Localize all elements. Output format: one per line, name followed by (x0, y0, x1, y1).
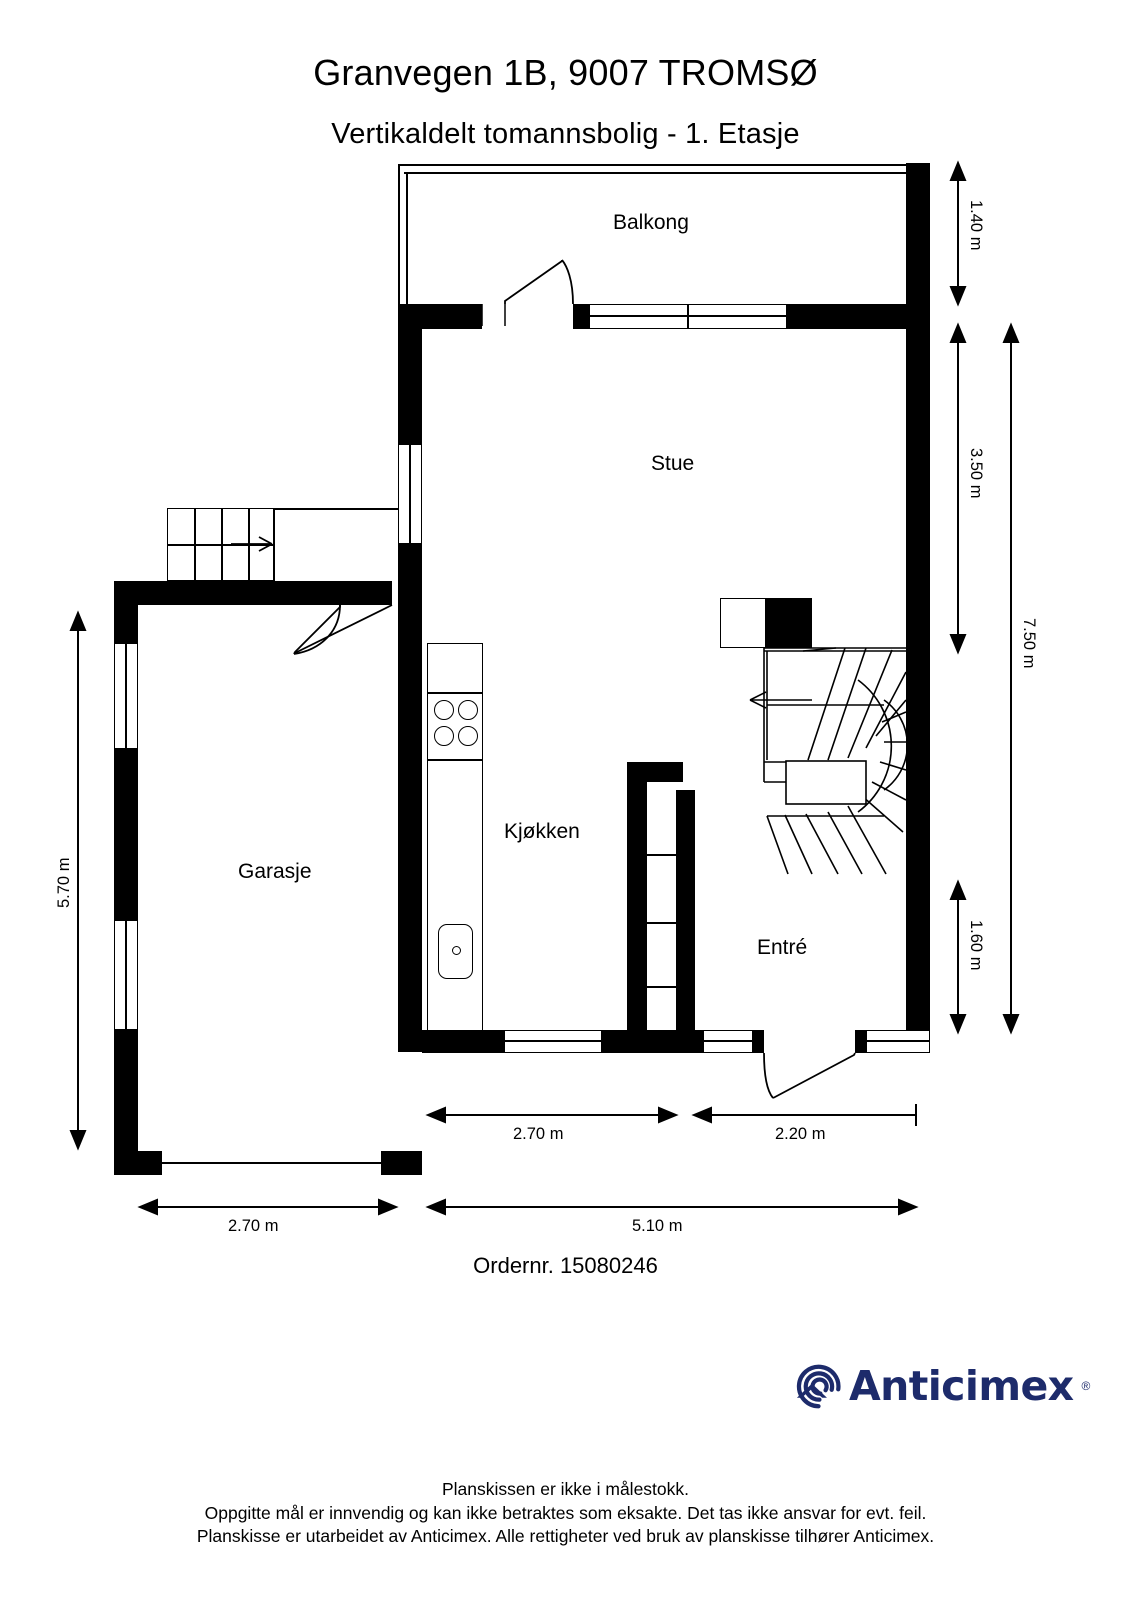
wall-entre-door-jamb-right (855, 1030, 866, 1053)
window-garage-left-upper-mullion (125, 643, 127, 749)
dimension-label-left-outer: 5.70 m (55, 857, 73, 908)
dimension-bottom-inner-left (425, 1106, 679, 1124)
wall-stue-left-mid (398, 592, 422, 1052)
stove-burner-1 (434, 700, 454, 720)
dimension-right-top (949, 160, 967, 307)
wall-stue-left-lower (398, 544, 422, 592)
room-label-balkong: Balkong (613, 211, 689, 234)
dimension-label-bottom-inner-left: 2.70 m (513, 1125, 564, 1143)
anticimex-logo: Anticimex ® (795, 1362, 1090, 1410)
stair-upper-wall-block (766, 598, 812, 648)
balcony-rail-top-inner (404, 172, 916, 174)
window-balcony-mullion-v (687, 304, 689, 329)
dimension-bottom-inner-right (691, 1104, 917, 1126)
order-number: Ordernr. 15080246 (473, 1253, 658, 1278)
balcony-rail-left-outer (398, 164, 400, 306)
kitchen-counter-div-1 (427, 692, 483, 694)
footer-line-1: Planskissen er ikke i målestokk. (441, 1479, 690, 1499)
wall-garage-top (114, 581, 392, 605)
kitchen-sink-drain (452, 946, 461, 955)
stove-burner-3 (434, 726, 454, 746)
dimension-label-right-top: 1.40 m (967, 200, 985, 251)
anticimex-roof-shape (796, 1383, 827, 1398)
dimension-label-right-bottom: 1.60 m (967, 920, 985, 971)
door-swing-hall (294, 604, 393, 654)
stove-burner-4 (458, 726, 478, 746)
dimension-right-bottom (949, 879, 967, 1035)
door-leaf-entrance (763, 1052, 774, 1099)
room-label-kjokken: Kjøkken (504, 820, 580, 843)
garage-door-opening (162, 1162, 381, 1164)
registered-mark: ® (1081, 1379, 1091, 1393)
wall-stue-left-upper (398, 304, 422, 444)
door-leaf-balcony (561, 259, 574, 305)
wall-pantry-right (675, 790, 695, 1030)
window-stue-left-mullion (409, 444, 411, 544)
pantry-shelf-1 (627, 854, 681, 856)
pantry-interior (647, 782, 676, 1030)
dimension-bottom-outer-left (137, 1198, 399, 1216)
dimension-label-right-middle: 3.50 m (967, 448, 985, 499)
dimension-right-outer (1002, 322, 1020, 1035)
wall-stue-top-door-jamb (573, 304, 589, 329)
window-entre-right-mullion (866, 1040, 930, 1042)
stair-landing-line (167, 544, 275, 546)
anticimex-spiral-icon (796, 1364, 841, 1408)
wall-garage-left-upper (114, 581, 138, 643)
pantry-shelf-3 (627, 986, 681, 988)
room-label-entre: Entré (757, 936, 808, 959)
stove-burner-2 (458, 700, 478, 720)
balcony-rail-left-inner (406, 172, 408, 306)
door-swing-balcony (504, 260, 563, 304)
wall-entre-door-jamb-left (753, 1030, 764, 1053)
balcony-rail-top-outer (398, 164, 918, 166)
wall-pantry-left (627, 762, 647, 1030)
wall-garage-left-mid (114, 749, 138, 920)
wall-garage-left-lower (114, 1030, 138, 1175)
wall-bottom-kitchen-mid (602, 1030, 703, 1053)
door-swing-entrance (772, 1052, 856, 1099)
door-leaf-garage (293, 604, 341, 655)
kitchen-sink (438, 924, 473, 979)
kitchen-counter-div-2 (427, 759, 483, 761)
dimension-right-middle (949, 322, 967, 655)
stair-right-edge (273, 508, 275, 582)
footer-line-3: Planskisse er utarbeidet av Anticimex. A… (196, 1526, 935, 1546)
window-entre-left-mullion (703, 1040, 753, 1042)
door-opening-balcony-jamb (481, 304, 506, 326)
window-garage-left-lower-mullion (125, 920, 127, 1030)
wall-garage-bottom-right (381, 1151, 422, 1175)
dimension-label-bottom-outer-left: 2.70 m (228, 1217, 279, 1235)
window-kitchen-bottom-mullion (504, 1040, 602, 1042)
room-label-garasje: Garasje (238, 860, 312, 883)
dimension-label-bottom-outer-right: 5.10 m (632, 1217, 683, 1235)
footer-disclaimer: Planskissen er ikke i målestokk. Oppgitt… (0, 1478, 1131, 1549)
door-swing-garage (293, 605, 341, 655)
exterior-wall-right (906, 163, 930, 1051)
page-title: Granvegen 1B, 9007 TROMSØ (313, 52, 818, 93)
wall-bottom-kitchen-left (422, 1030, 504, 1053)
wall-garage-bottom-left (114, 1151, 162, 1175)
stair-outline (764, 648, 906, 897)
footer-line-2: Oppgitte mål er innvendig og kan ikke be… (204, 1502, 927, 1523)
dimension-bottom-outer-right (425, 1198, 919, 1216)
brand-wordmark: Anticimex (849, 1362, 1074, 1410)
stair-upper-cabinet (720, 598, 766, 648)
dimension-label-bottom-inner-right: 2.20 m (775, 1125, 826, 1143)
wall-stue-top-right (787, 304, 908, 329)
pantry-shelf-2 (627, 922, 681, 924)
page-subtitle: Vertikaldelt tomannsbolig - 1. Etasje (331, 118, 800, 150)
stair-top-edge (275, 508, 399, 510)
room-label-stue: Stue (651, 452, 695, 475)
dimension-label-right-outer: 7.50 m (1020, 618, 1038, 669)
